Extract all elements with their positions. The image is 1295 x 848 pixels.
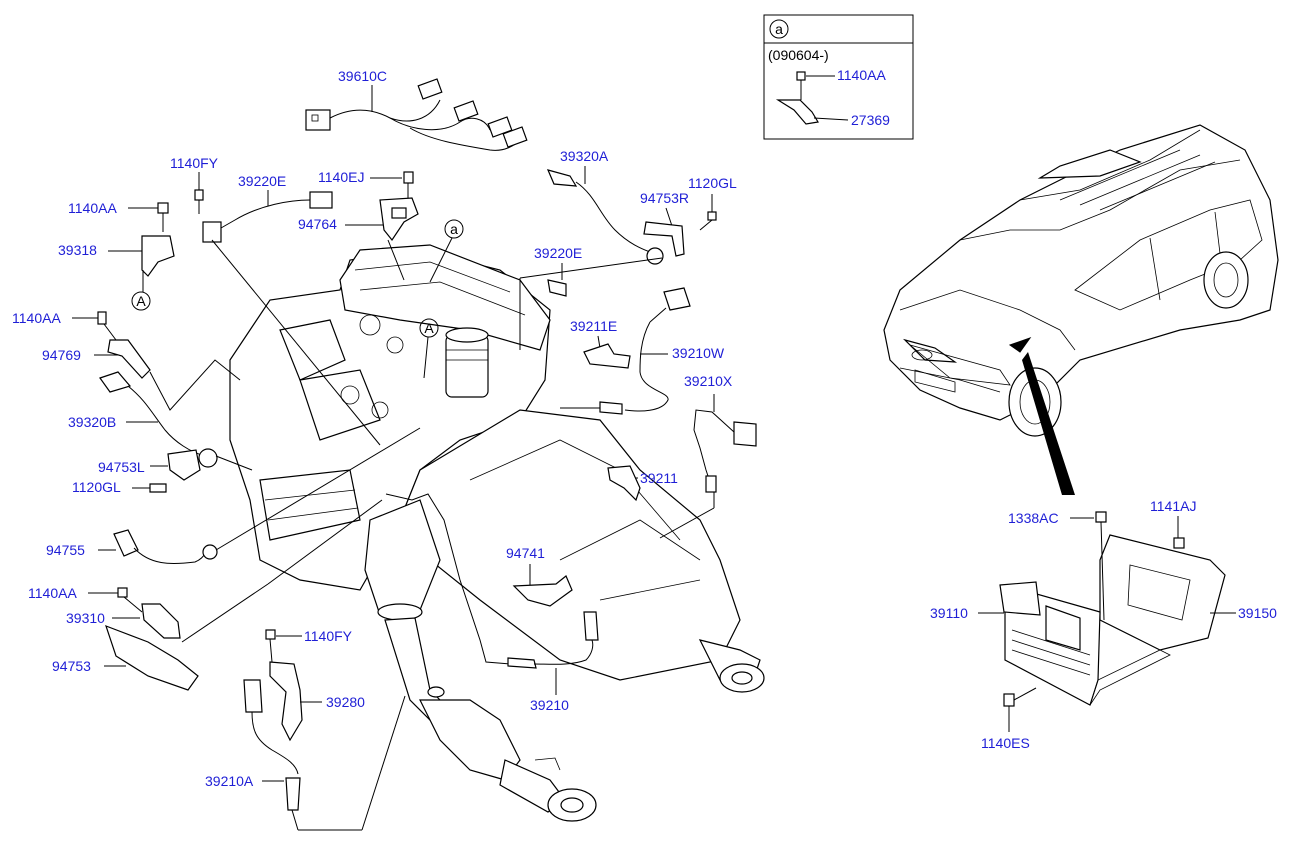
inset-marker: a	[775, 21, 783, 37]
inset-bracket-icon	[775, 99, 819, 125]
inset-label-1140AA: 1140AA	[837, 67, 886, 83]
sensor-bracket-icon	[269, 661, 303, 742]
sensor-94755: 94755	[46, 427, 421, 564]
harness-39610C: 39610C	[305, 68, 528, 151]
sensor-39210W: 39211E 39210W	[560, 287, 725, 415]
ecu-assembly: 1338AC 1141AJ 39150 39110 1140ES	[930, 498, 1277, 751]
oil-filter-icon	[445, 334, 489, 398]
sensor-39220E-mid: 39220E	[534, 245, 582, 297]
label-39220E-mid: 39220E	[534, 245, 582, 261]
label-39320B: 39320B	[68, 414, 116, 430]
label-39210X: 39210X	[684, 373, 733, 389]
label-1140FY-low: 1140FY	[304, 628, 353, 644]
label-1140AA-3: 1140AA	[28, 585, 77, 601]
label-39210W: 39210W	[672, 345, 725, 361]
label-1140EJ: 1140EJ	[318, 169, 364, 185]
label-39210: 39210	[530, 697, 569, 713]
ecu-bracket-icon	[1099, 534, 1226, 651]
callout-a-engine: a	[429, 219, 464, 283]
label-1140AA-2: 1140AA	[12, 310, 61, 326]
label-94741: 94741	[506, 545, 545, 561]
label-1338AC: 1338AC	[1008, 510, 1059, 526]
label-94764: 94764	[298, 216, 337, 232]
knock-sensor-39320A: 39320A 94753R 1120GL	[519, 148, 737, 350]
label-39220E-top: 39220E	[238, 173, 286, 189]
label-94769: 94769	[42, 347, 81, 363]
callout-A-left: A	[136, 293, 146, 309]
label-39280: 39280	[326, 694, 365, 710]
callout-A-engine: A	[419, 318, 439, 379]
label-1120GL-top: 1120GL	[688, 175, 737, 191]
label-39110: 39110	[930, 605, 968, 621]
vehicle-illustration	[883, 124, 1279, 495]
callout-A-engine-marker: A	[424, 320, 434, 336]
sensor-39220E-top: 1140FY 39220E	[170, 155, 381, 446]
label-94755: 94755	[46, 542, 85, 558]
label-94753: 94753	[52, 658, 91, 674]
label-1140AA-1: 1140AA	[68, 200, 117, 216]
location-arrow-icon	[1022, 352, 1075, 495]
label-1140FY-top: 1140FY	[170, 155, 219, 171]
sensor-39210X: 39210X	[659, 373, 757, 539]
inset-box: a (090604-) 1140AA 27369	[763, 14, 914, 140]
label-39310: 39310	[66, 610, 105, 626]
transmission-icon	[399, 409, 741, 681]
bracket-94741: 94741	[506, 545, 599, 641]
label-39150: 39150	[1238, 605, 1277, 621]
sensor-39310: 1140AA 39310 94753	[28, 499, 383, 691]
sensor-39318: 1140AA 39318 A	[58, 200, 175, 311]
label-39210A: 39210A	[205, 773, 254, 789]
label-39610C: 39610C	[338, 68, 387, 84]
sensor-39210A: 1140FY 39280 39210A	[205, 628, 406, 831]
engine-assembly	[229, 244, 765, 822]
label-39320A: 39320A	[560, 148, 609, 164]
label-1120GL-left: 1120GL	[72, 479, 121, 495]
bracket-39211: 39211	[607, 465, 678, 502]
bracket-94764: 1140EJ 94764	[298, 169, 419, 281]
cam-sensor-icon	[141, 235, 175, 277]
label-94753L: 94753L	[98, 459, 145, 475]
label-39211: 39211	[640, 470, 678, 486]
label-39211E: 39211E	[570, 318, 617, 334]
inset-label-27369: 27369	[851, 112, 890, 128]
bracket-94769: 1140AA 94769	[12, 310, 241, 411]
inset-date-code: (090604-)	[768, 47, 829, 63]
crank-sensor-icon	[141, 603, 181, 639]
knock-sensor-39320B: 39320B 94753L 1120GL	[68, 371, 253, 495]
label-1140ES: 1140ES	[981, 735, 1030, 751]
heat-shield-icon	[105, 624, 199, 691]
label-94753R: 94753R	[640, 190, 689, 206]
label-39318: 39318	[58, 242, 97, 258]
callout-a-marker: a	[450, 221, 458, 237]
label-1141AJ: 1141AJ	[1150, 498, 1196, 514]
sensor-39210: 39210	[385, 493, 594, 713]
